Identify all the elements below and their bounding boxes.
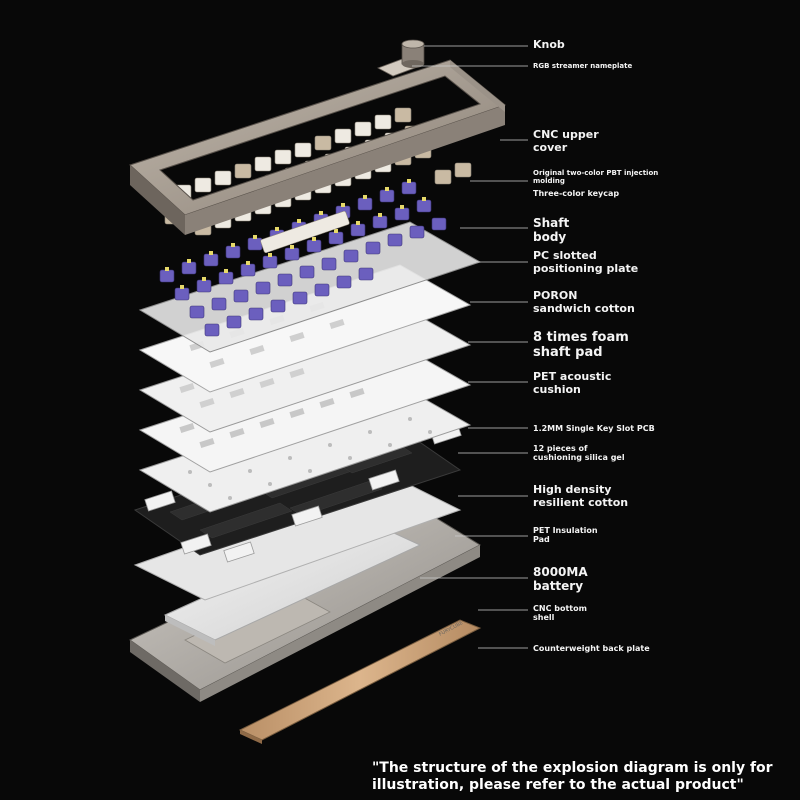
silica-gel-pads [144, 423, 462, 563]
label-rgb-nameplate: RGB streamer nameplate [533, 62, 633, 70]
label-cnc-upper-cover: CNC upper cover [533, 128, 599, 154]
knob [401, 39, 425, 68]
label-pc-positioning-plate: PC slotted positioning plate [533, 249, 639, 275]
label-pet-insulation-pad: PET Insulation Pad [533, 526, 598, 545]
label-battery: 8000MA battery [533, 565, 588, 594]
label-pet-acoustic-cushion: PET acoustic cushion [533, 370, 612, 396]
label-three-color-keycap: Three-color keycap [533, 189, 620, 198]
leader-lines [412, 45, 528, 649]
label-foam-shaft-pad: 8 times foam shaft pad [533, 330, 629, 361]
label-keycap-note: Original two-color PBT injection molding [533, 169, 659, 186]
label-silica-gel: 12 pieces of cushioning silica gel [533, 444, 625, 463]
label-pcb: 1.2MM Single Key Slot PCB [533, 424, 655, 433]
label-counterweight-back-plate: Counterweight back plate [533, 644, 650, 653]
disclaimer-note: "The structure of the explosion diagram … [372, 760, 773, 793]
label-cnc-bottom-shell: CNC bottom shell [533, 604, 587, 623]
switch-array [159, 179, 447, 337]
label-poron-sandwich-cotton: PORON sandwich cotton [533, 289, 635, 315]
label-knob: Knob [533, 38, 565, 51]
cnc-upper-cover [129, 59, 507, 235]
counterweight-back-plate [238, 619, 482, 744]
label-resilient-cotton: High density resilient cotton [533, 483, 629, 509]
label-shaft-body: Shaft body [533, 216, 570, 245]
